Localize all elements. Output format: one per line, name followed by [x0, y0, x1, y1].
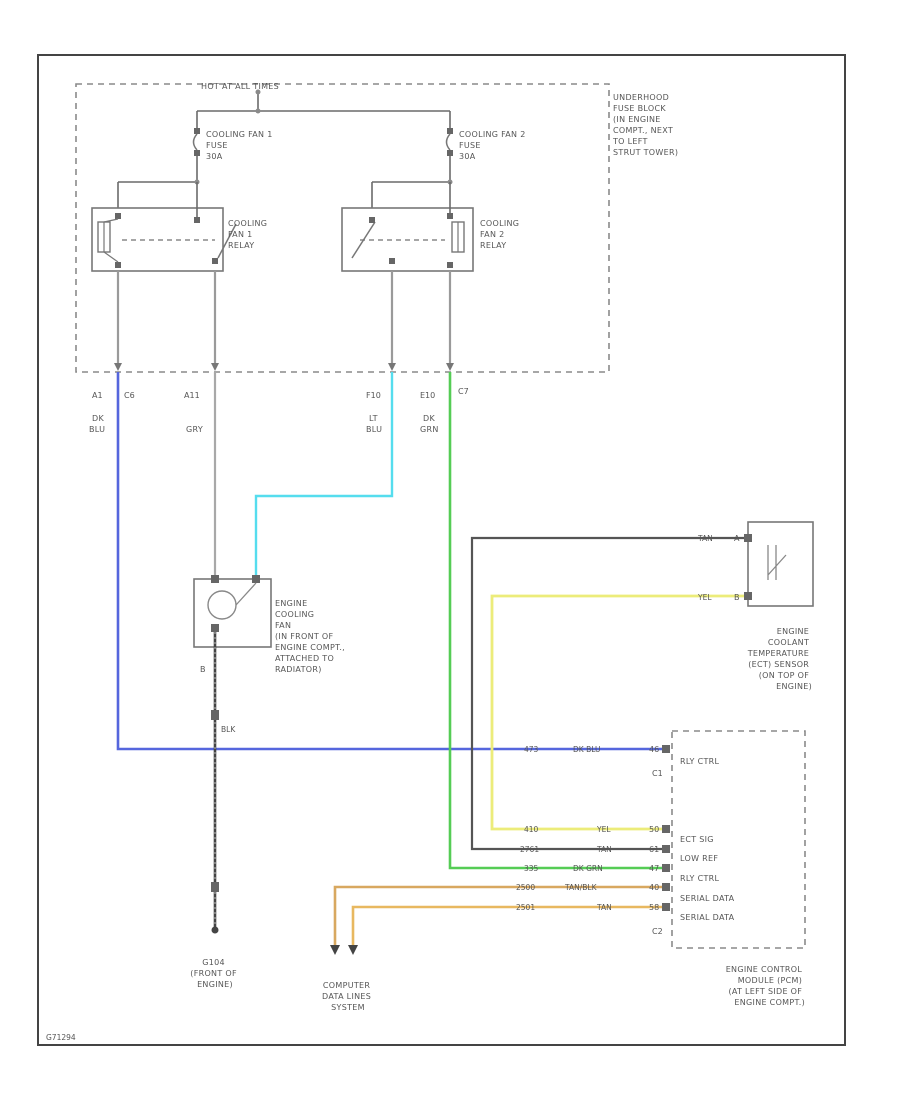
- svg-text:410: 410: [524, 825, 539, 834]
- wire-gry-label: GRY: [186, 425, 203, 434]
- ecm-conn-c2: C2: [652, 927, 663, 936]
- fuse-1-label: COOLING FAN 1 FUSE 30A: [206, 130, 275, 161]
- ecm-label: ENGINE CONTROL MODULE (PCM) (AT LEFT SID…: [726, 965, 805, 1007]
- svg-text:TAN: TAN: [596, 845, 612, 854]
- svg-text:473: 473: [524, 745, 539, 754]
- conn-f10: F10: [366, 391, 381, 400]
- wire-tan: [351, 905, 665, 945]
- ground-wire: [211, 632, 219, 934]
- ect-sensor-label: ENGINE COOLANT TEMPERATURE (ECT) SENSOR …: [747, 627, 812, 691]
- ect-pin-a: A: [734, 534, 740, 543]
- svg-text:2501: 2501: [516, 903, 535, 912]
- svg-text:ECT SIG: ECT SIG: [680, 835, 714, 844]
- svg-text:DK BLU: DK BLU: [573, 745, 601, 754]
- fuse-block-outline: [75, 83, 610, 373]
- svg-text:335: 335: [524, 864, 539, 873]
- ect-pin-a-color: TAN: [697, 534, 713, 543]
- svg-text:2761: 2761: [520, 845, 539, 854]
- svg-text:DK GRN: DK GRN: [573, 864, 603, 873]
- wire-lt-blu: [254, 372, 394, 575]
- fan-pin-b: B: [200, 665, 206, 674]
- ect-sensor: [744, 521, 814, 607]
- outer-frame: [37, 54, 846, 1046]
- fan-motor-label: ENGINE COOLING FAN (IN FRONT OF ENGINE C…: [275, 599, 348, 674]
- wire-dk-blu: [116, 372, 665, 751]
- wire-dk-blu-label: DK BLU: [89, 414, 107, 434]
- computer-data-lines-terminals: [330, 945, 358, 955]
- ecm-outline: [671, 730, 806, 949]
- relay-1-label: COOLING FAN 1 RELAY: [228, 219, 270, 250]
- engine-cooling-fan-motor: [193, 575, 272, 648]
- svg-text:SERIAL DATA: SERIAL DATA: [680, 913, 735, 922]
- svg-text:TAN/BLK: TAN/BLK: [564, 883, 598, 892]
- ecm-row-rly-ctrl-1: 473 DK BLU 46 RLY CTRL: [524, 745, 720, 766]
- svg-text:LOW REF: LOW REF: [680, 854, 718, 863]
- conn-c6: C6: [124, 391, 135, 400]
- wire-dk-grn: [448, 372, 665, 870]
- cooling-fan-2-relay: [341, 179, 474, 272]
- relay-2-label: COOLING FAN 2 RELAY: [480, 219, 522, 250]
- wire-tan-blk: [333, 885, 665, 945]
- svg-text:47: 47: [649, 864, 659, 873]
- svg-text:2500: 2500: [516, 883, 535, 892]
- conn-c7: C7: [458, 387, 469, 396]
- computer-data-lines-label: COMPUTER DATA LINES SYSTEM: [322, 981, 374, 1012]
- svg-text:RLY CTRL: RLY CTRL: [680, 757, 720, 766]
- svg-text:50: 50: [649, 825, 659, 834]
- ecm-row-low-ref: 2761 TAN 61 LOW REF: [520, 845, 718, 863]
- fuse-2: [445, 128, 453, 182]
- ecm-conn-c1: C1: [652, 769, 663, 778]
- figure-id: G71294: [46, 1033, 76, 1042]
- wire-lt-blu-label: LT BLU: [366, 414, 382, 434]
- svg-text:TAN: TAN: [596, 903, 612, 912]
- ecm-row-serial-data-2: 2501 TAN 58 SERIAL DATA: [516, 903, 735, 922]
- svg-text:46: 46: [649, 745, 659, 754]
- wire-tan-low-ref: [470, 536, 748, 851]
- svg-text:SERIAL DATA: SERIAL DATA: [680, 894, 735, 903]
- svg-text:61: 61: [649, 845, 659, 854]
- svg-text:40: 40: [649, 883, 659, 892]
- wire-yel: [490, 594, 748, 831]
- relay-output-leads: [114, 271, 454, 371]
- fuse-block-label: UNDERHOOD FUSE BLOCK (IN ENGINE COMPT., …: [612, 93, 678, 157]
- ecm-row-rly-ctrl-2: 335 DK GRN 47 RLY CTRL: [524, 864, 720, 883]
- hot-bus: [196, 89, 451, 128]
- conn-e10: E10: [420, 391, 435, 400]
- conn-a1: A1: [92, 391, 103, 400]
- ect-pin-b: B: [734, 593, 740, 602]
- svg-text:RLY CTRL: RLY CTRL: [680, 874, 720, 883]
- fuse-1: [192, 128, 200, 182]
- fuse-2-label: COOLING FAN 2 FUSE 30A: [459, 130, 528, 161]
- conn-a11: A11: [184, 391, 200, 400]
- ground-wire-label: BLK: [221, 725, 236, 734]
- ground-label: G104 (FRONT OF ENGINE): [190, 958, 239, 989]
- ecm-row-serial-data-1: 2500 TAN/BLK 40 SERIAL DATA: [516, 883, 735, 903]
- cooling-fan-1-relay: [91, 179, 237, 272]
- ect-pin-b-color: YEL: [697, 593, 712, 602]
- hot-label: HOT AT ALL TIMES: [201, 82, 279, 91]
- svg-text:YEL: YEL: [596, 825, 611, 834]
- svg-text:58: 58: [649, 903, 659, 912]
- wire-dk-grn-label: DK GRN: [420, 414, 439, 434]
- ecm-row-ect-sig: 410 YEL 50 ECT SIG: [524, 825, 714, 844]
